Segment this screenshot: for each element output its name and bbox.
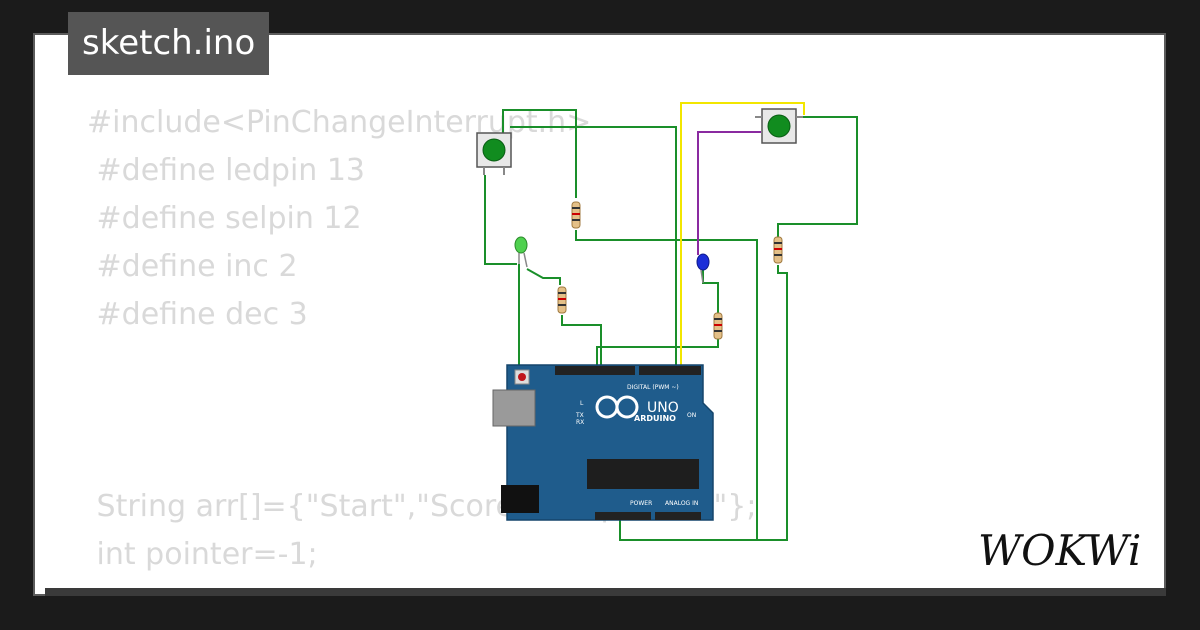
wire-green [575, 230, 758, 540]
digital-label: DIGITAL (PWM ~) [627, 384, 679, 391]
resistor-1[interactable] [571, 201, 581, 229]
preview-card: #include<PinChangeInterrupt.h> #define l… [33, 33, 1166, 596]
resistor-2[interactable] [557, 286, 567, 314]
code-line: #define selpin 12 [87, 201, 362, 236]
wire-green [484, 175, 517, 265]
code-line: #define dec 3 [87, 297, 308, 332]
led-blue[interactable] [696, 253, 710, 284]
resistor-3[interactable] [713, 312, 723, 340]
power-jack [501, 485, 539, 513]
code-line: #define ledpin 13 [87, 153, 366, 188]
wokwi-logo: WOKWi [978, 526, 1141, 573]
wire-green [702, 265, 719, 313]
wire-green [777, 116, 858, 237]
digital-header-right [639, 366, 701, 375]
wire-green [502, 109, 577, 198]
code-line: #define inc 2 [87, 249, 298, 284]
card-shadow [45, 588, 1166, 596]
power-header [595, 512, 651, 520]
pushbutton-2[interactable] [755, 108, 803, 144]
pushbutton-1[interactable] [476, 132, 512, 175]
wire-green [619, 265, 788, 541]
code-line: int pointer=-1; [87, 537, 318, 572]
circuit-diagram: ARDUINO UNO DIGITAL (PWM ~) POWER ANALOG… [476, 102, 858, 541]
digital-header-left [555, 366, 635, 375]
l-label: L [580, 400, 584, 407]
power-label: POWER [630, 500, 652, 507]
wires [484, 102, 858, 541]
sketch-title: sketch.ino [68, 12, 270, 75]
board-brand: ARDUINO [634, 414, 676, 423]
wire-green [596, 339, 719, 365]
wire-green [561, 315, 602, 365]
analog-label: ANALOG IN [665, 500, 698, 507]
svg-text:WOKWi: WOKWi [978, 526, 1141, 573]
resistor-4[interactable] [773, 236, 783, 264]
wire-purple [697, 131, 761, 255]
tx-label: TX [575, 412, 584, 419]
led-green[interactable] [514, 236, 528, 268]
usb-port [492, 389, 536, 427]
board-model: UNO [647, 400, 679, 416]
on-label: ON [687, 412, 696, 419]
analog-header [655, 512, 701, 520]
wire-green [510, 126, 677, 365]
rx-label: RX [576, 419, 584, 426]
wire-yellow [680, 102, 805, 365]
atmega-chip [587, 459, 699, 489]
wire-green [526, 268, 561, 285]
arduino-board[interactable]: ARDUINO UNO DIGITAL (PWM ~) POWER ANALOG… [492, 364, 714, 521]
